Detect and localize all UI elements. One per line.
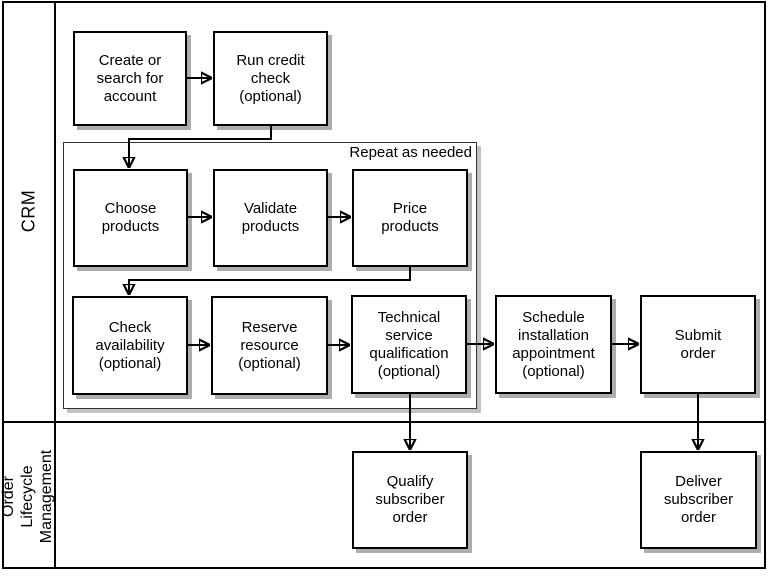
lane-crm-label: CRM xyxy=(18,189,38,233)
step-check-availability: Check availability (optional) xyxy=(72,296,188,395)
lane-label-column-divider xyxy=(54,1,56,569)
step-choose-products: Choose products xyxy=(73,169,188,267)
step-submit-order: Submit order xyxy=(640,295,756,394)
step-schedule-installation-appointment: Schedule installation appointment (optio… xyxy=(495,295,612,394)
step-price-products: Price products xyxy=(352,169,468,267)
lane-divider xyxy=(2,421,766,423)
step-qualify-subscriber-order: Qualify subscriber order xyxy=(352,451,468,549)
step-deliver-subscriber-order: Deliver subscriber order xyxy=(640,451,757,549)
step-technical-service-qualification: Technical service qualification (optiona… xyxy=(351,295,467,394)
lane-order-lifecycle-label-cell: Order Lifecycle Management xyxy=(0,423,56,569)
step-create-or-search-account: Create or search for account xyxy=(73,31,187,126)
lane-crm-label-cell: CRM xyxy=(2,1,54,421)
step-run-credit-check: Run credit check (optional) xyxy=(213,31,328,126)
step-validate-products: Validate products xyxy=(213,169,328,267)
repeat-group-label: Repeat as needed xyxy=(349,144,472,161)
lane-order-lifecycle-label: Order Lifecycle Management xyxy=(0,449,56,543)
step-reserve-resource: Reserve resource (optional) xyxy=(211,296,328,395)
